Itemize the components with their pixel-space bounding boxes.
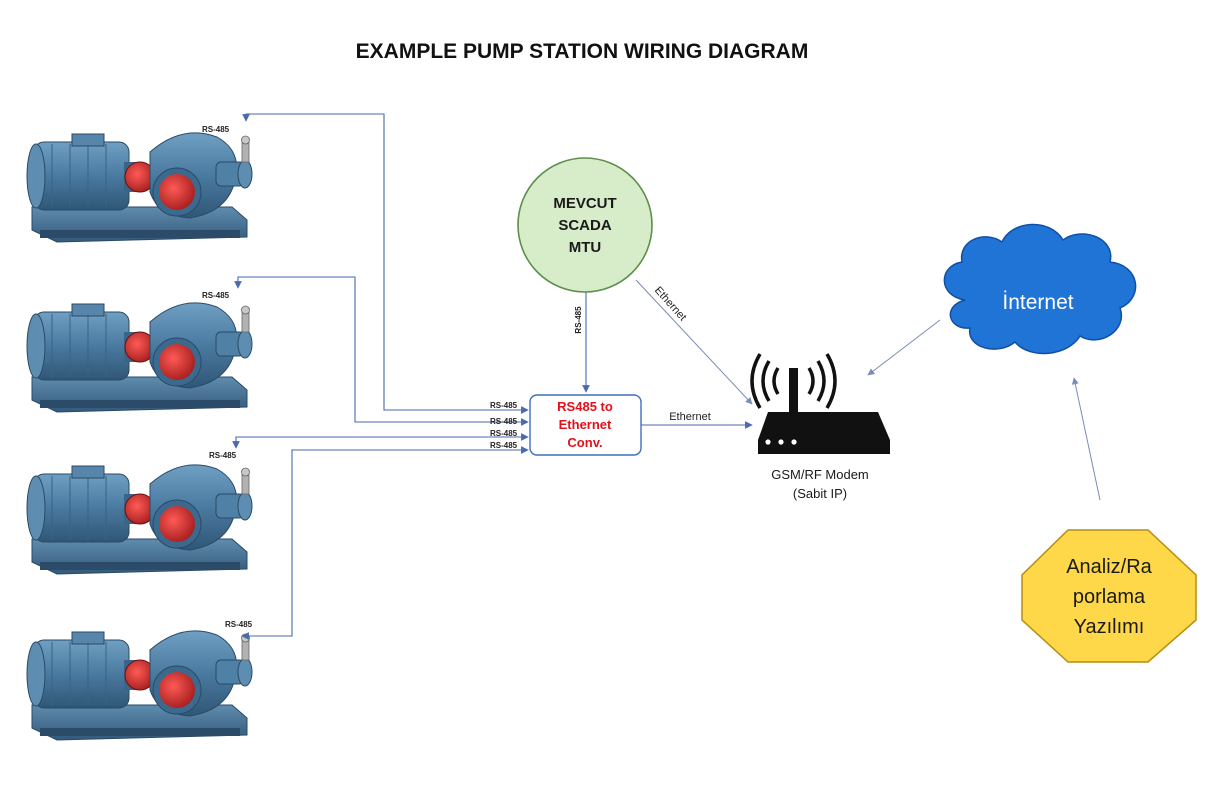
cloud-icon xyxy=(943,223,1137,355)
pump-2 xyxy=(26,302,253,413)
internet-label: İnternet xyxy=(1002,291,1073,314)
modem-label-line-2: (Sabit IP) xyxy=(793,486,847,501)
converter-line-2: Ethernet xyxy=(559,417,612,432)
pump-3-rs485-label: RS-485 xyxy=(209,451,237,460)
converter-node: RS485 to Ethernet Conv. xyxy=(529,394,642,456)
wire-pump-1 xyxy=(242,113,529,414)
software-line-3: Yazılımı xyxy=(1074,616,1145,638)
converter-input-label-4: RS-485 xyxy=(490,441,518,450)
wire-software-internet xyxy=(1071,377,1101,501)
pump-1 xyxy=(26,132,253,243)
wire-scada-modem xyxy=(635,279,753,405)
diagram-title: EXAMPLE PUMP STATION WIRING DIAGRAM xyxy=(356,40,809,63)
converter-input-label-3: RS-485 xyxy=(490,429,518,438)
modem-label-line-1: GSM/RF Modem xyxy=(771,467,869,482)
pump-4-rs485-label: RS-485 xyxy=(225,620,253,629)
wireless-router-icon xyxy=(750,353,890,454)
wire-pump-3 xyxy=(232,433,529,449)
wire-internet-modem xyxy=(867,319,941,376)
scada-line-2: SCADA xyxy=(558,217,612,234)
scada-link-label: RS-485 xyxy=(574,306,583,334)
converter-ethernet-label: Ethernet xyxy=(669,411,711,423)
converter-input-label-1: RS-485 xyxy=(490,401,518,410)
analysis-software-node: Analiz/Ra porlama Yazılımı xyxy=(1021,529,1197,663)
software-line-1: Analiz/Ra xyxy=(1066,556,1152,578)
wire-pump-2 xyxy=(234,276,529,426)
scada-ethernet-label: Ethernet xyxy=(652,285,689,324)
pump-2-rs485-label: RS-485 xyxy=(202,291,230,300)
pump-4 xyxy=(26,630,253,741)
software-line-2: porlama xyxy=(1073,586,1146,608)
scada-line-1: MEVCUT xyxy=(553,195,616,212)
pump-3 xyxy=(26,464,253,575)
pump-1-rs485-label: RS-485 xyxy=(202,125,230,134)
converter-input-label-2: RS-485 xyxy=(490,417,518,426)
converter-line-1: RS485 to xyxy=(557,399,613,414)
scada-node: MEVCUT SCADA MTU xyxy=(517,157,653,293)
wire-pump-4 xyxy=(241,446,529,640)
scada-line-3: MTU xyxy=(569,239,602,256)
converter-line-3: Conv. xyxy=(567,435,602,450)
